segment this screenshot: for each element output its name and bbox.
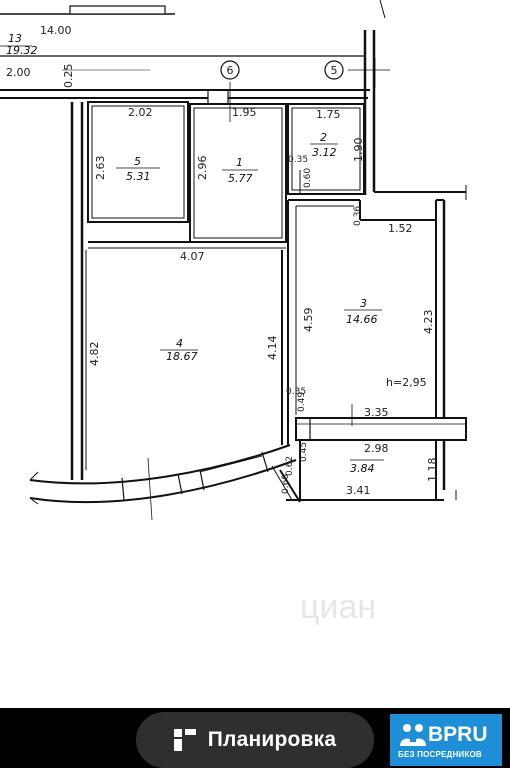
dim-2-02: 2.02	[128, 106, 153, 119]
floor-plan: 6 5 циан 14.00 2.00 0.25 2.02 1.95 1.75 …	[0, 0, 467, 626]
room-2-area: 3.12	[312, 146, 337, 159]
room-3-area: 14.66	[346, 313, 378, 326]
room-1-area: 5.77	[228, 172, 253, 185]
dim-1-18: 1.18	[426, 458, 439, 483]
dim-4-14: 4.14	[266, 336, 279, 361]
dim-0-62: 0.62	[285, 456, 295, 476]
dim-3-35: 3.35	[364, 406, 389, 419]
people-icon	[400, 724, 426, 746]
dim-4-23: 4.23	[422, 310, 435, 335]
room-5-number: 5	[134, 155, 141, 168]
room-5-area: 5.31	[126, 170, 151, 183]
dim-0-25: 0.25	[62, 64, 75, 89]
dim-0-36: 0.36	[353, 206, 363, 226]
dim-2-00: 2.00	[6, 66, 31, 79]
room-4-area: 18.67	[166, 350, 198, 363]
dim-0-35-lower: 0.35	[286, 387, 306, 397]
ceiling-height: h=2,95	[386, 376, 427, 389]
room-loggia-area: 3.84	[350, 462, 375, 475]
dim-0-35-upper: 0.35	[288, 155, 308, 165]
room-4-number: 4	[176, 337, 183, 350]
dim-0-60-lower: 0.60	[281, 474, 291, 494]
watermark: циан	[300, 588, 376, 626]
brand-tagline: БЕЗ ПОСРЕДНИКОВ	[398, 750, 482, 759]
axis-label-6: 6	[227, 64, 234, 77]
brand-badge[interactable]: BPRU БЕЗ ПОСРЕДНИКОВ	[390, 714, 502, 766]
brand-name: BPRU	[428, 723, 488, 746]
dim-14-00: 14.00	[40, 24, 72, 37]
dim-0-45: 0.45	[299, 442, 309, 462]
dim-1-52: 1.52	[388, 222, 413, 235]
axis-label-5: 5	[331, 64, 338, 77]
dim-3-41: 3.41	[346, 484, 371, 497]
dim-1-95: 1.95	[232, 106, 257, 119]
dim-2-63: 2.63	[94, 156, 107, 181]
room-1-number: 1	[236, 156, 243, 169]
layout-icon	[173, 729, 196, 751]
dim-2-96: 2.96	[196, 156, 209, 181]
dim-2-98: 2.98	[364, 442, 389, 455]
dim-4-82: 4.82	[88, 342, 101, 367]
floor-plan-drawing: 6 5 циан 14.00 2.00 0.25 2.02 1.95 1.75 …	[0, 0, 467, 626]
dim-4-59: 4.59	[302, 308, 315, 333]
room-13-number: 13	[8, 32, 22, 45]
dim-0-49: 0.49	[297, 392, 307, 412]
dim-4-07: 4.07	[180, 250, 205, 263]
dim-0-60-upper: 0.60	[303, 168, 313, 188]
room-13-area: 19.32	[6, 44, 38, 57]
layout-button-label: Планировка	[207, 728, 337, 751]
dim-1-90: 1.90	[352, 138, 365, 163]
room-2-number: 2	[320, 131, 327, 144]
dim-1-75: 1.75	[316, 108, 341, 121]
room-3-number: 3	[360, 297, 367, 310]
layout-button[interactable]: Планировка	[136, 712, 374, 768]
